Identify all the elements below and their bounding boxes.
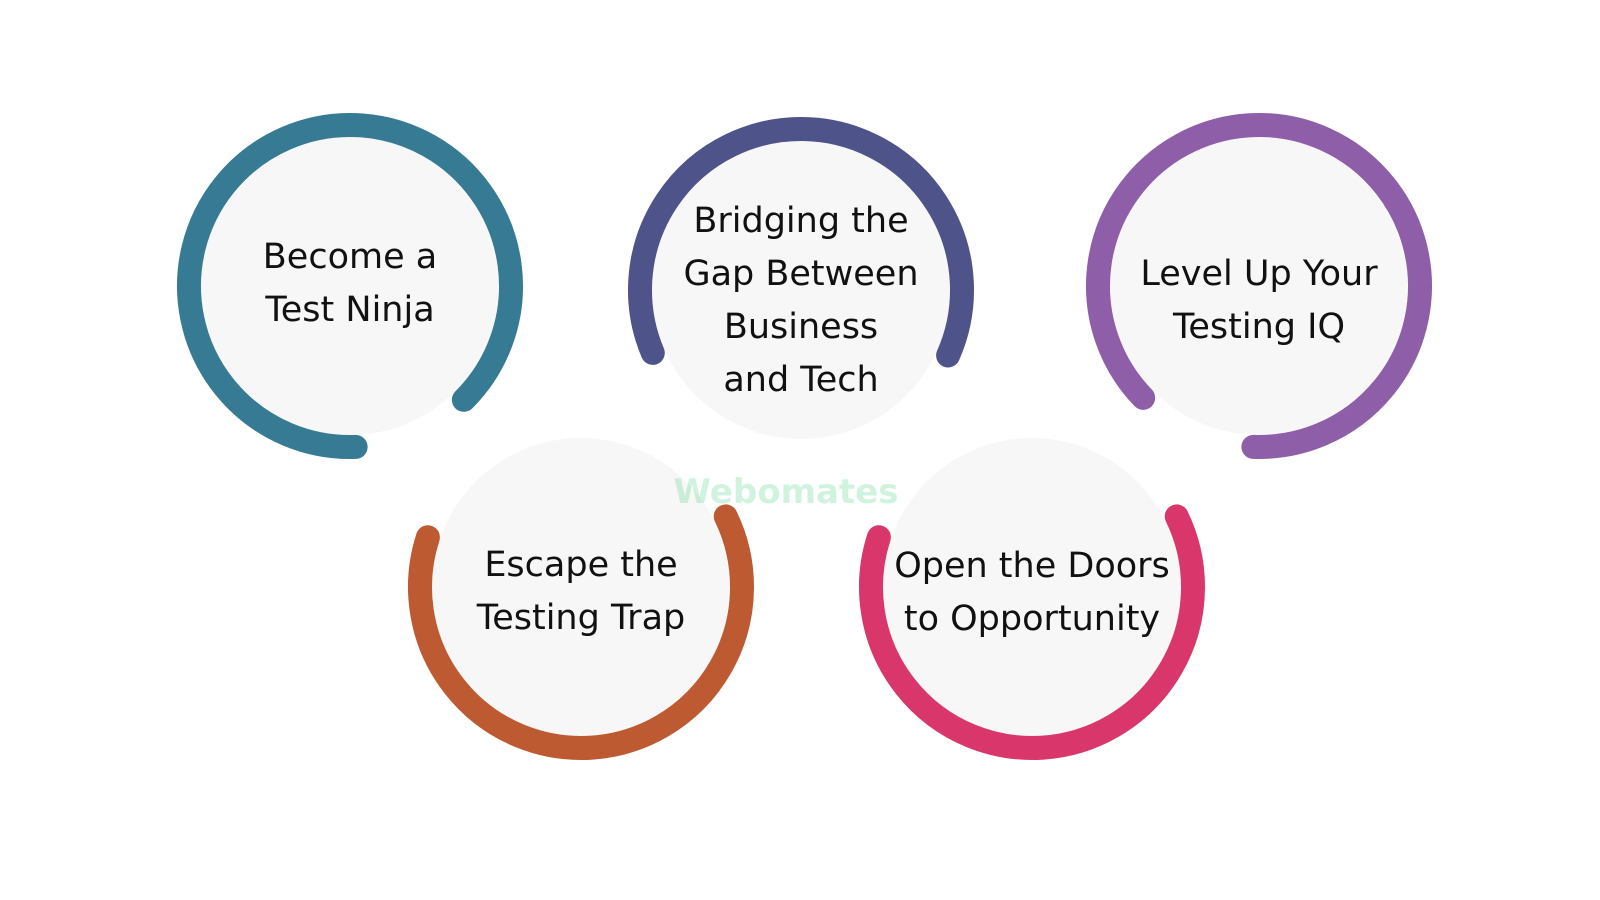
node-line: and Tech xyxy=(723,360,879,400)
ring-iq xyxy=(1086,113,1432,459)
node-line: Open the Doors xyxy=(894,546,1170,586)
node-line: Gap Between xyxy=(683,254,919,294)
ring-fill-gap xyxy=(652,141,950,439)
ring-fill-ninja xyxy=(201,137,499,435)
ring-fill-iq xyxy=(1110,137,1408,435)
node-line: Level Up Your xyxy=(1140,254,1378,294)
node-label-become-test-ninja: Become a Test Ninja xyxy=(205,231,495,337)
rings-group xyxy=(177,113,1432,760)
ring-gap xyxy=(628,117,974,368)
node-label-escape-testing-trap: Escape the Testing Trap xyxy=(436,539,726,645)
node-line: Business xyxy=(723,307,879,347)
watermark-logo: Webomates xyxy=(673,472,899,512)
node-line: Bridging the xyxy=(693,201,909,241)
node-label-level-up-testing-iq: Level Up Your Testing IQ xyxy=(1114,248,1404,354)
ring-ninja xyxy=(177,113,523,459)
ring-trap xyxy=(408,504,754,760)
node-label-open-doors: Open the Doors to Opportunity xyxy=(887,540,1177,646)
ring-doors xyxy=(859,504,1205,760)
node-line: Testing IQ xyxy=(1172,307,1346,347)
node-line: Become a xyxy=(262,237,438,277)
node-line: Test Ninja xyxy=(265,290,435,330)
node-line: Testing Trap xyxy=(476,598,686,638)
node-line: Escape the xyxy=(484,545,678,585)
node-label-bridging-gap: Bridging the Gap Between Business and Te… xyxy=(656,195,946,407)
node-line: to Opportunity xyxy=(903,599,1161,639)
ring-fill-trap xyxy=(432,438,730,736)
ring-fill-doors xyxy=(883,438,1181,736)
